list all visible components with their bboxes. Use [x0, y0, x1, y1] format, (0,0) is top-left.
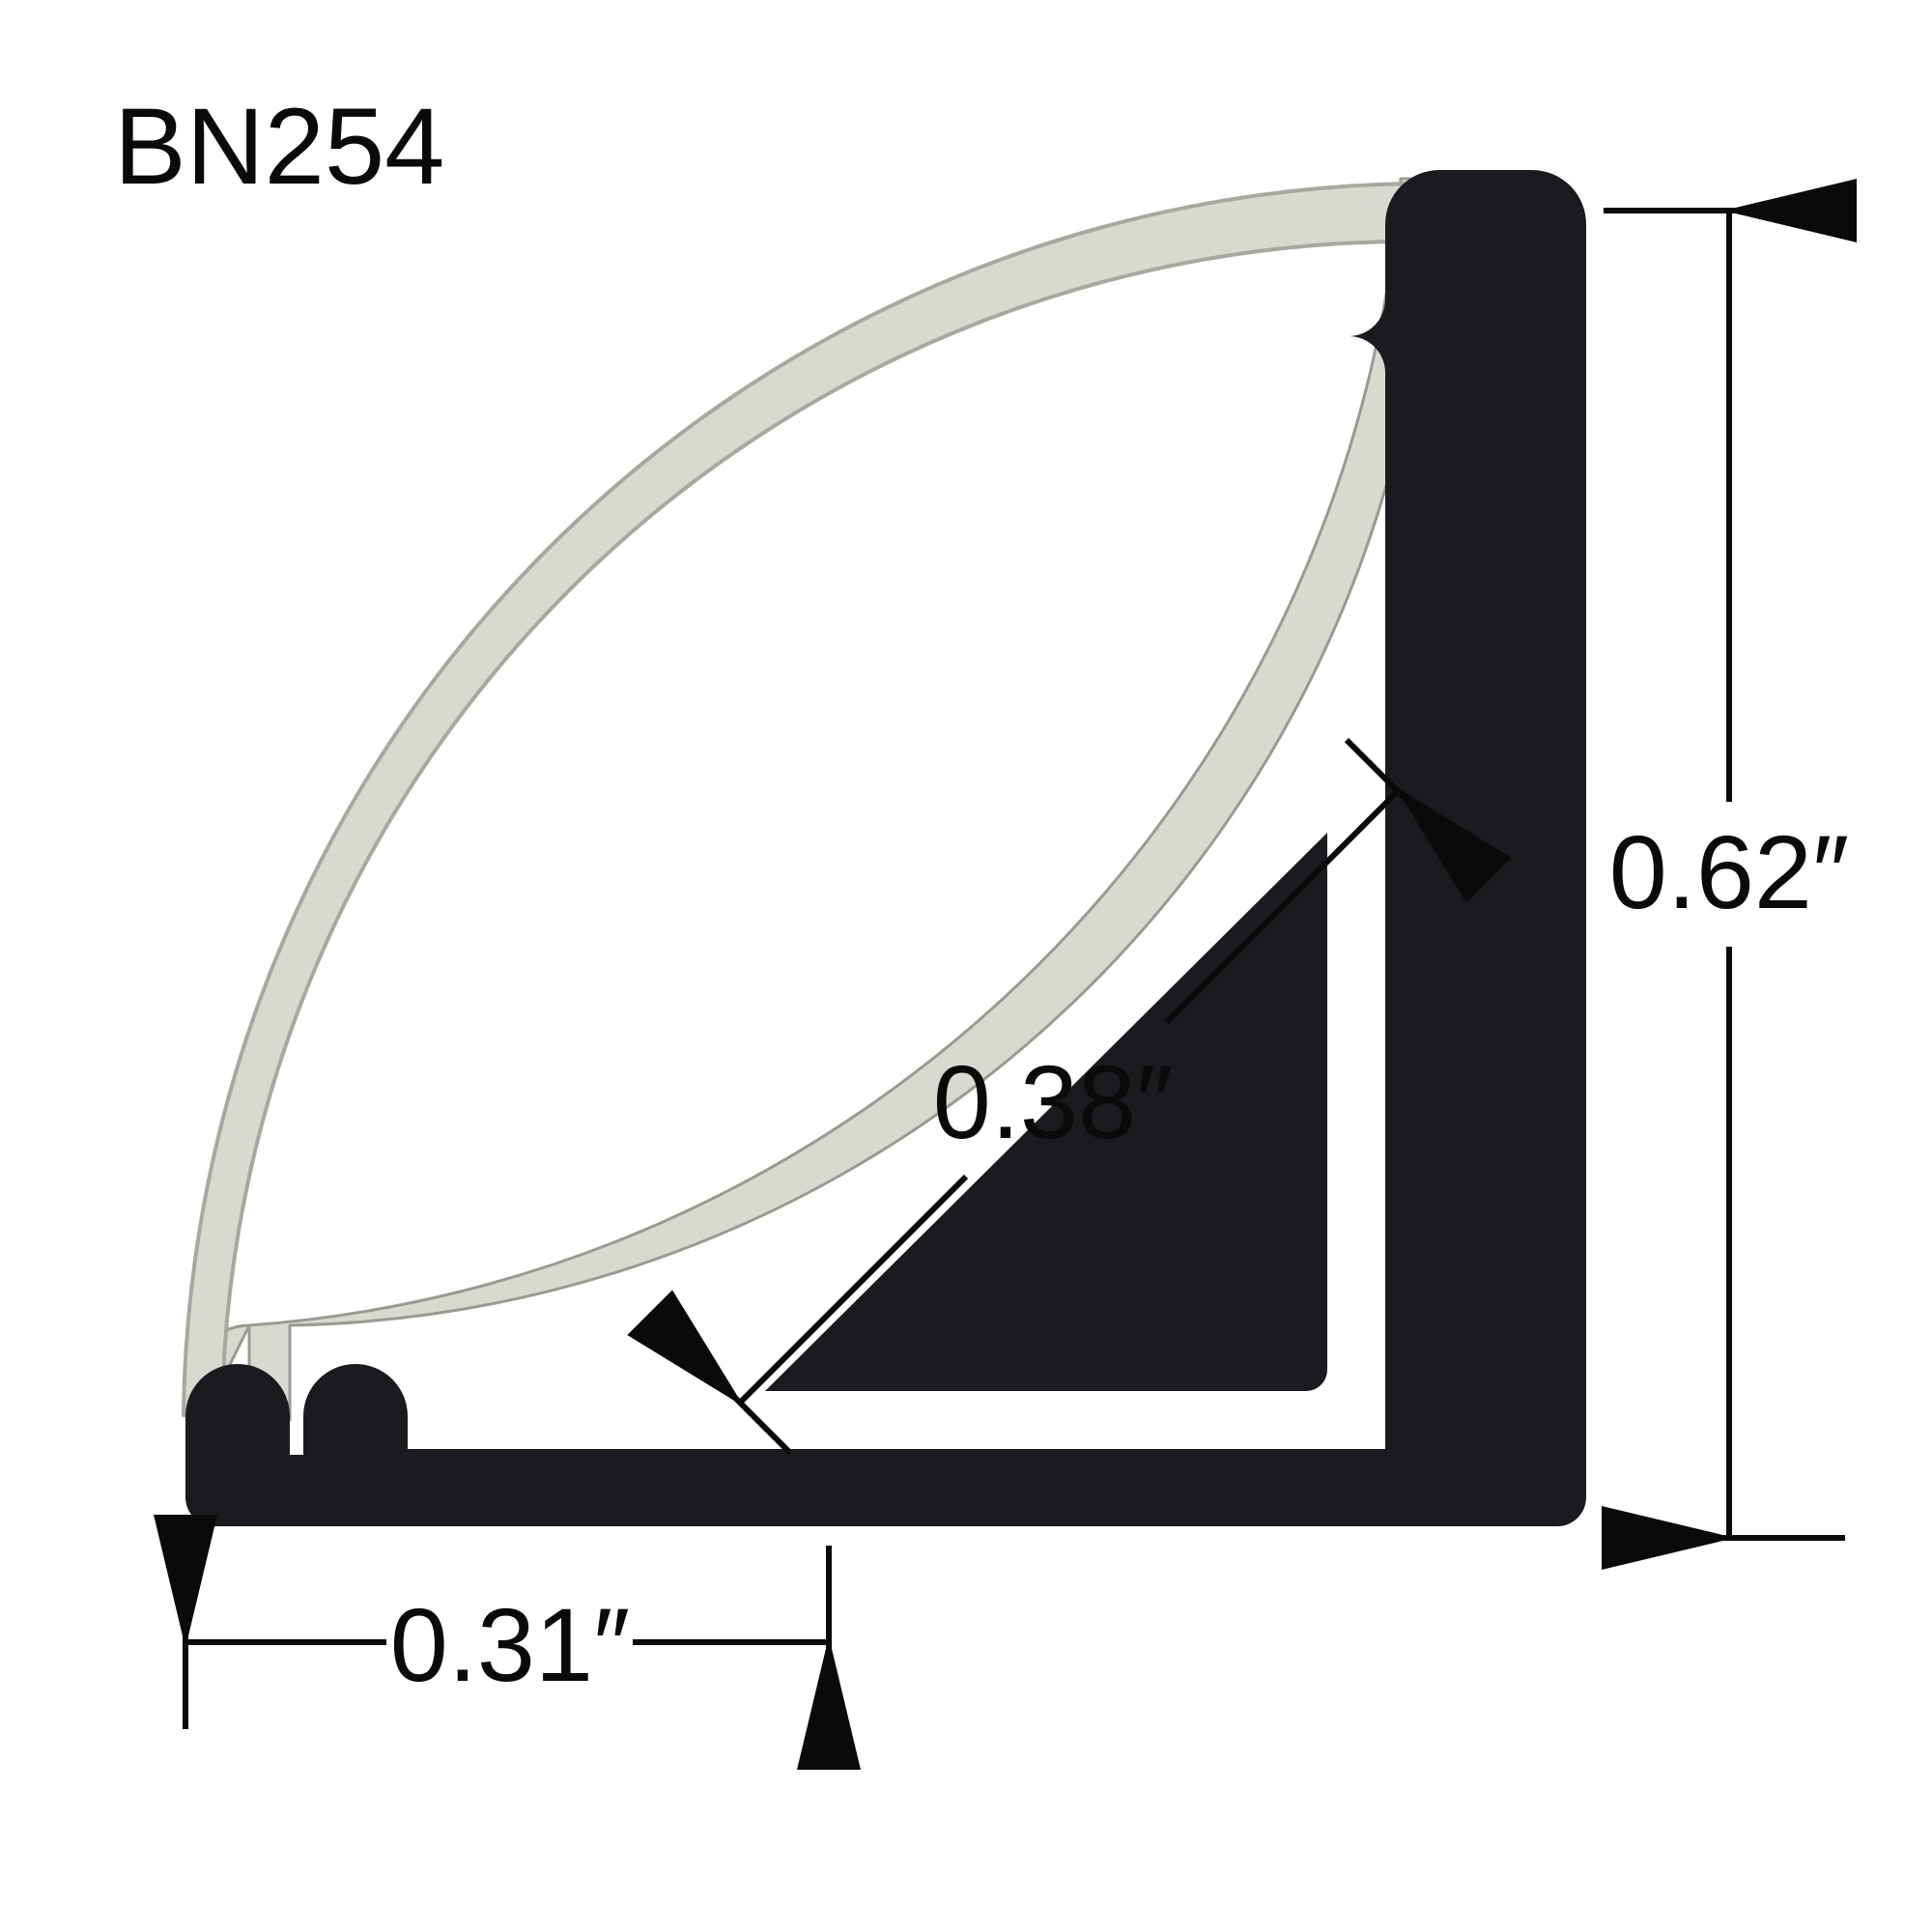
diagonal-arrow-upper	[1164, 785, 1512, 1025]
width-dimension-label: 0.31″	[390, 1586, 630, 1703]
part-number-label: BN254	[114, 86, 444, 207]
lens-top-tab	[1285, 301, 1383, 371]
dimension-height: 0.62″	[1602, 178, 1857, 1570]
diagonal-dimension-label: 0.38″	[933, 1043, 1173, 1160]
dimension-diagonal: 0.38″	[627, 737, 1512, 1456]
extrusion-cross-section	[185, 170, 1586, 1526]
height-dimension-label: 0.62″	[1609, 813, 1849, 930]
diagonal-arrow-lower	[627, 1174, 969, 1407]
dimension-width: 0.31″	[154, 1515, 861, 1770]
extrusion-body	[185, 170, 1586, 1526]
